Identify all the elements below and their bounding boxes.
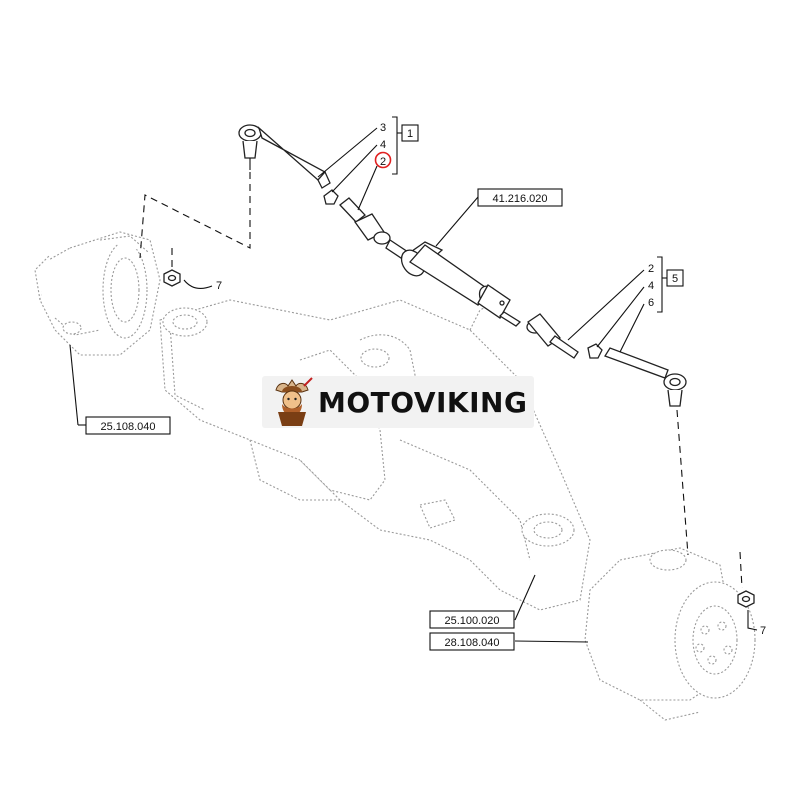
ref-axle-housing: 25.100.020: [429, 574, 536, 629]
tie-rod-end-right: [604, 347, 687, 407]
callout-group-right: 2 4 6 5: [567, 256, 684, 353]
ref-right-hub: 28.108.040: [429, 632, 589, 651]
assembly-lines: [139, 172, 743, 589]
axle-housing: [159, 299, 591, 611]
adjuster-sleeve-right: [526, 313, 579, 359]
watermark: MOTOVIKING: [262, 376, 534, 428]
ref-right-hub-label: 28.108.040: [444, 637, 499, 649]
tie-rod-end-left: [238, 124, 331, 189]
right-steering-hub: [584, 547, 756, 721]
callout-6-right: 6: [648, 297, 654, 309]
ref-cylinder: 41.216.020: [435, 188, 563, 247]
callout-box-5: 5: [672, 273, 678, 285]
callout-2-top: 2: [380, 156, 386, 168]
lock-nut-right: [587, 343, 603, 359]
ref-left-hub-label: 25.108.040: [100, 421, 155, 433]
ref-axle-housing-label: 25.100.020: [444, 615, 499, 627]
lock-nut-left: [323, 189, 339, 205]
steering-cylinder: [385, 239, 522, 327]
callout-4-top: 4: [380, 139, 386, 151]
nut-left: [163, 269, 181, 287]
watermark-brand: MOTOVIKING: [318, 385, 528, 419]
adjuster-sleeve-left: [339, 197, 391, 245]
callout-7-right: 7: [760, 625, 766, 637]
callout-nut-left: 7: [183, 279, 222, 292]
viking-logo-icon: [275, 377, 313, 426]
ref-left-hub: 25.108.040: [69, 344, 171, 435]
callout-2-right: 2: [648, 263, 654, 275]
left-steering-hub: [34, 231, 161, 356]
highlight-ring: [374, 151, 392, 169]
ref-cylinder-label: 41.216.020: [492, 193, 547, 205]
callout-7-left: 7: [216, 280, 222, 292]
callout-nut-right: 7: [747, 610, 766, 637]
nut-right: [737, 590, 755, 608]
callout-3-top: 3: [380, 122, 386, 134]
callout-4-right: 4: [648, 280, 654, 292]
callout-box-1: 1: [407, 128, 413, 140]
callout-group-top: 3 4 2 1: [317, 116, 419, 211]
